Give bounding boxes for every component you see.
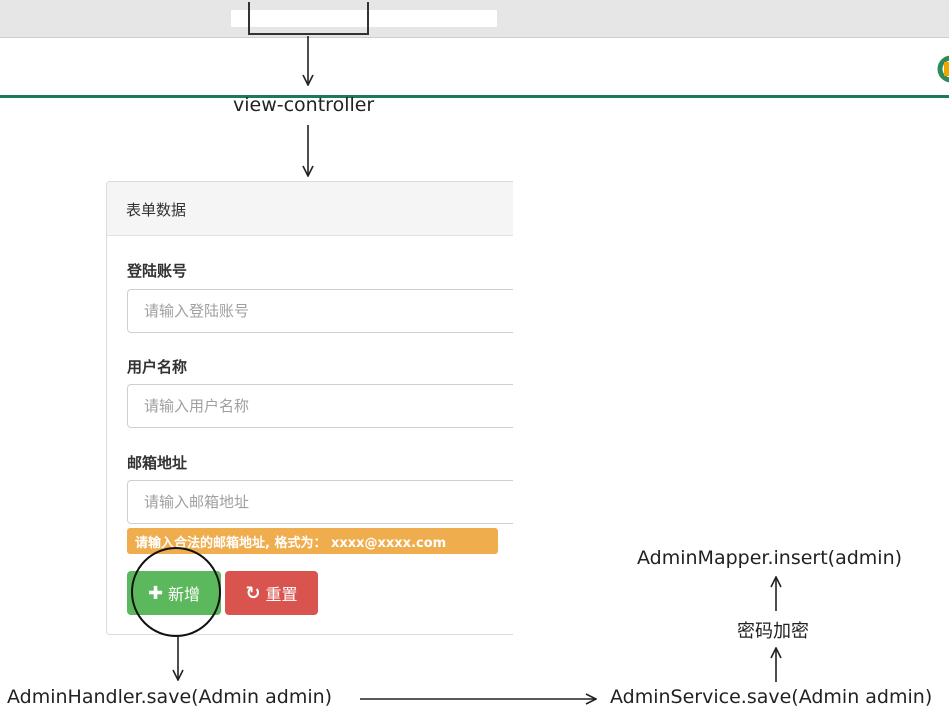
handler-label: AdminHandler.save(Admin admin) [7, 686, 333, 708]
logo-icon [937, 55, 949, 83]
top-source-box [248, 2, 369, 35]
reset-button[interactable]: ↻ 重置 [225, 571, 318, 615]
email-input[interactable] [127, 480, 513, 524]
add-button[interactable]: ✚ 新增 [127, 571, 221, 615]
email-label: 邮箱地址 [127, 454, 188, 472]
login-account-input[interactable] [127, 289, 513, 333]
reset-button-label: 重置 [265, 585, 298, 604]
panel-header: 表单数据 [107, 182, 513, 236]
add-button-label: 新增 [168, 585, 201, 604]
user-name-label: 用户名称 [127, 358, 188, 376]
view-controller-label: view-controller [233, 94, 375, 116]
top-bar-placeholder [231, 10, 497, 27]
user-name-input[interactable] [127, 384, 513, 428]
refresh-icon: ↻ [245, 582, 261, 604]
plus-icon: ✚ [147, 582, 164, 604]
login-account-label: 登陆账号 [127, 262, 188, 280]
encrypt-label: 密码加密 [737, 621, 809, 642]
page-header [0, 39, 949, 96]
mapper-label: AdminMapper.insert(admin) [637, 547, 903, 569]
email-hint-badge: 请输入合法的邮箱地址, 格式为： xxxx@xxxx.com [127, 528, 498, 554]
form-panel: 表单数据 登陆账号 用户名称 邮箱地址 请输入合法的邮箱地址, 格式为： xxx… [106, 181, 513, 635]
header-divider [0, 95, 949, 98]
service-label: AdminService.save(Admin admin) [610, 686, 933, 708]
